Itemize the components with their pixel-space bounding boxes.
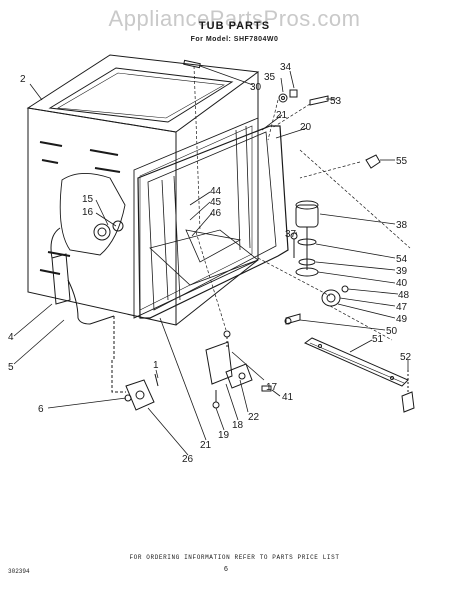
latch-52 [401,370,415,413]
callout-21-bottom: 21 [200,440,212,451]
ordering-info-note: FOR ORDERING INFORMATION REFER TO PARTS … [129,554,340,561]
upper-hardware [183,59,381,169]
callout-4: 4 [8,332,14,343]
callout-46: 46 [210,208,222,219]
callout-41: 41 [282,392,294,403]
drain-hose-4-5 [50,227,115,325]
callout-labels: 2 30 35 34 53 21 20 55 15 16 44 45 46 38… [8,62,412,465]
door-gasket-20 [137,125,289,319]
watermark: AppliancePartsPros.com [108,6,361,31]
callout-19: 19 [218,430,230,441]
lower-center-hardware [205,330,272,409]
document-number: 302394 [8,568,30,575]
callout-54: 54 [396,254,408,265]
callout-45: 45 [210,197,222,208]
callout-17: 17 [266,382,278,393]
assembly-lines [193,65,411,341]
callout-26: 26 [182,454,194,465]
callout-6: 6 [38,404,44,415]
callout-21-top: 21 [276,110,288,121]
callout-49: 49 [396,314,408,325]
diagram-title: TUB PARTS [198,20,271,32]
callout-39: 39 [396,266,408,277]
callout-53: 53 [330,96,342,107]
callout-1: 1 [153,360,159,371]
callout-44: 44 [210,186,222,197]
callout-47: 47 [396,302,408,313]
callout-22: 22 [248,412,260,423]
callout-15: 15 [82,194,94,205]
callout-34: 34 [280,62,292,73]
callout-20: 20 [300,122,312,133]
pump-hardware [284,200,349,325]
callout-2: 2 [20,74,26,85]
tub-body [26,54,260,326]
water-valve-26 [111,316,159,411]
leader-lines [13,65,409,456]
callout-55: 55 [396,156,408,167]
callout-5: 5 [8,362,14,373]
callout-38: 38 [396,220,408,231]
callout-48: 48 [398,290,410,301]
callout-35: 35 [264,72,276,83]
callout-37: 37 [285,229,297,240]
callout-52: 52 [400,352,412,363]
callout-50: 50 [386,326,398,337]
callout-16: 16 [82,207,94,218]
callout-40: 40 [396,278,408,289]
bracket-51 [303,337,409,387]
page-number: 6 [224,566,228,573]
callout-51: 51 [372,334,384,345]
callout-18: 18 [232,420,244,431]
callout-30: 30 [250,82,262,93]
model-label: For Model: SHF7804W0 [190,36,279,43]
